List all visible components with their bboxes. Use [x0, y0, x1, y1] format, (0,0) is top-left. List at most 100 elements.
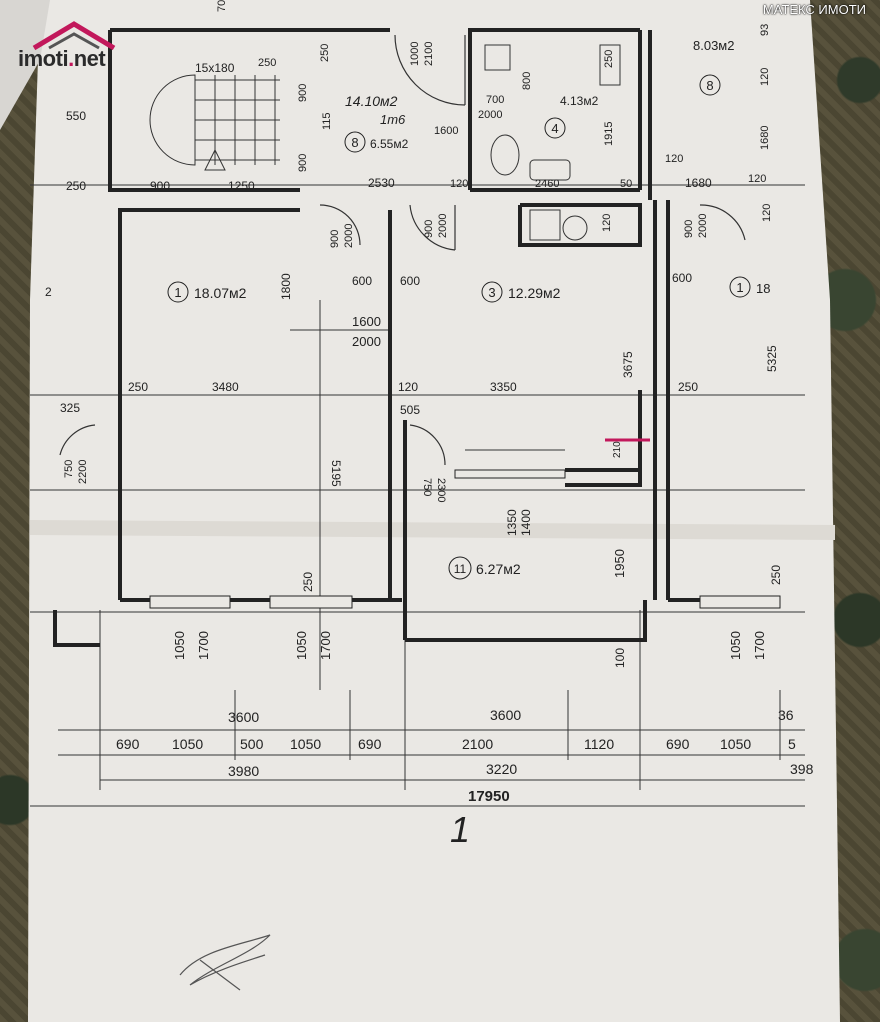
dim-top-8: 550 [66, 109, 86, 123]
dim-top-14: 1600 [434, 125, 458, 137]
room-8b-number: 8 [706, 78, 713, 93]
room-labels: 1 18.07м2 3 12.29м2 11 6.27м2 8 6.55м2 4… [167, 38, 770, 580]
dim-bv-6: 1700 [752, 631, 767, 660]
dim-top-18: 120 [665, 153, 683, 165]
room-8-area: 6.55м2 [370, 137, 409, 151]
dim-top-13: 2000 [478, 109, 502, 121]
room-8-number: 8 [351, 135, 358, 150]
dim-mid-2: 3480 [212, 380, 239, 394]
dim-top-31: 900 [423, 220, 435, 238]
dim-top-2: 1000 [409, 42, 421, 66]
dim-r2-5: 2100 [462, 736, 493, 752]
room-1-area: 18.07м2 [194, 285, 247, 301]
ink-note-a: 14.10м2 [345, 93, 398, 109]
handwritten-notes: 14.10м2 1m6 1 [179, 93, 470, 991]
watermark: МАТЕКС ИМОТИ [762, 2, 866, 17]
room-8b-marker [699, 74, 721, 96]
dim-top-35: 2000 [697, 214, 709, 238]
dim-total: 17950 [468, 788, 510, 805]
signature [179, 934, 271, 991]
dim-top-25: 50 [620, 178, 632, 190]
dim-mid-11: 750 [63, 460, 75, 478]
dim-r2-1: 1050 [172, 736, 203, 752]
dim-r1-2: 36 [778, 707, 794, 723]
room-3-marker [481, 281, 503, 303]
dim-top-0: 70 [216, 0, 228, 12]
dim-top-29: 900 [329, 230, 341, 248]
room-1b-number: 1 [736, 280, 743, 295]
room-3-number: 3 [488, 285, 495, 300]
dim-top-37: 600 [400, 274, 420, 288]
room-1b-marker [729, 276, 751, 298]
dim-r2-3: 1050 [290, 736, 321, 752]
dim-top-19: 250 [66, 179, 86, 193]
dim-top-36: 600 [352, 274, 372, 288]
dim-mid-17: 1950 [612, 549, 627, 578]
dim-mid-3: 120 [398, 380, 418, 394]
dim-top-10: 250 [258, 57, 276, 69]
dim-top-28: 120 [761, 204, 773, 222]
dim-mid-14: 2300 [435, 478, 447, 502]
dim-mid-5: 3675 [621, 351, 635, 378]
paper-fold-shadow [30, 520, 835, 540]
logo-text[interactable]: imoti.net [18, 46, 106, 72]
dim-top-32: 2000 [437, 214, 449, 238]
room-1-number: 1 [174, 285, 181, 300]
bottom-vertical-labels: 1050 1700 1050 1700 100 1050 1700 [172, 631, 767, 668]
dim-mid-8: 325 [60, 401, 80, 415]
dim-top-5: 93 [759, 24, 771, 36]
dim-top-34: 900 [683, 220, 695, 238]
dim-top-39: 1800 [279, 273, 293, 300]
dim-top-1: 250 [319, 44, 331, 62]
staircase [149, 74, 280, 171]
bathroom-fixtures [484, 44, 621, 241]
dim-top-22: 2530 [368, 176, 395, 190]
dim-mid-18: 250 [301, 572, 315, 592]
dim-mid-20: 210 [612, 441, 623, 458]
dim-bv-5: 1050 [728, 631, 743, 660]
dim-mid-7: 5325 [765, 345, 779, 372]
middle-dimension-labels: 2 250 3480 120 3350 3675 250 5325 325 50… [45, 285, 783, 592]
dim-r3-0: 3980 [228, 763, 259, 779]
room-4-area: 4.13м2 [560, 94, 599, 108]
bottom-dimension-labels: 3600 3600 36 690 1050 500 1050 690 2100 … [116, 707, 814, 805]
dim-top-6: 800 [521, 72, 533, 90]
dim-mid-1: 250 [128, 380, 148, 394]
room-8b-area: 8.03м2 [693, 38, 734, 53]
dim-r2-8: 1050 [720, 736, 751, 752]
dim-top-24: 2460 [535, 178, 559, 190]
room-4-number: 4 [551, 121, 558, 136]
top-dimension-labels: 70 250 1000 2100 250 93 800 120 550 900 … [66, 0, 773, 349]
room-11-marker [448, 556, 472, 580]
dim-r3-1: 3220 [486, 761, 517, 777]
paper-sheet [28, 0, 840, 1022]
room-1b-area: 18 [756, 281, 770, 296]
dim-r2-9: 5 [788, 736, 796, 752]
dimension-lines [30, 184, 805, 807]
dim-top-9: 900 [297, 84, 309, 102]
dim-mid-15: 1350 [505, 509, 519, 536]
dim-top-15: 1915 [603, 122, 615, 146]
dim-mid-9: 505 [400, 403, 420, 417]
windows [149, 469, 781, 609]
dim-top-26: 1680 [685, 176, 712, 190]
logo-prefix: imoti [18, 46, 69, 71]
dim-top-33: 120 [601, 214, 613, 232]
dim-r2-7: 690 [666, 736, 690, 752]
sheet-number: 1 [450, 809, 470, 850]
dim-bv-4: 100 [613, 648, 627, 668]
logo-dot: . [68, 46, 74, 71]
dim-bv-1: 1700 [196, 631, 211, 660]
dim-top-4: 250 [603, 50, 615, 68]
dim-bv-0: 1050 [172, 631, 187, 660]
dim-r3-2: 398 [790, 761, 814, 777]
dim-top-23: 120 [450, 178, 468, 190]
dim-mid-10: 5195 [329, 460, 343, 487]
site-logo[interactable] [14, 18, 164, 74]
dim-top-27: 120 [748, 173, 766, 185]
dim-top-30: 2000 [343, 224, 355, 248]
stair-label: 15x180 [195, 61, 235, 75]
dim-mid-6: 250 [678, 380, 698, 394]
dim-r1-1: 3600 [490, 707, 521, 723]
